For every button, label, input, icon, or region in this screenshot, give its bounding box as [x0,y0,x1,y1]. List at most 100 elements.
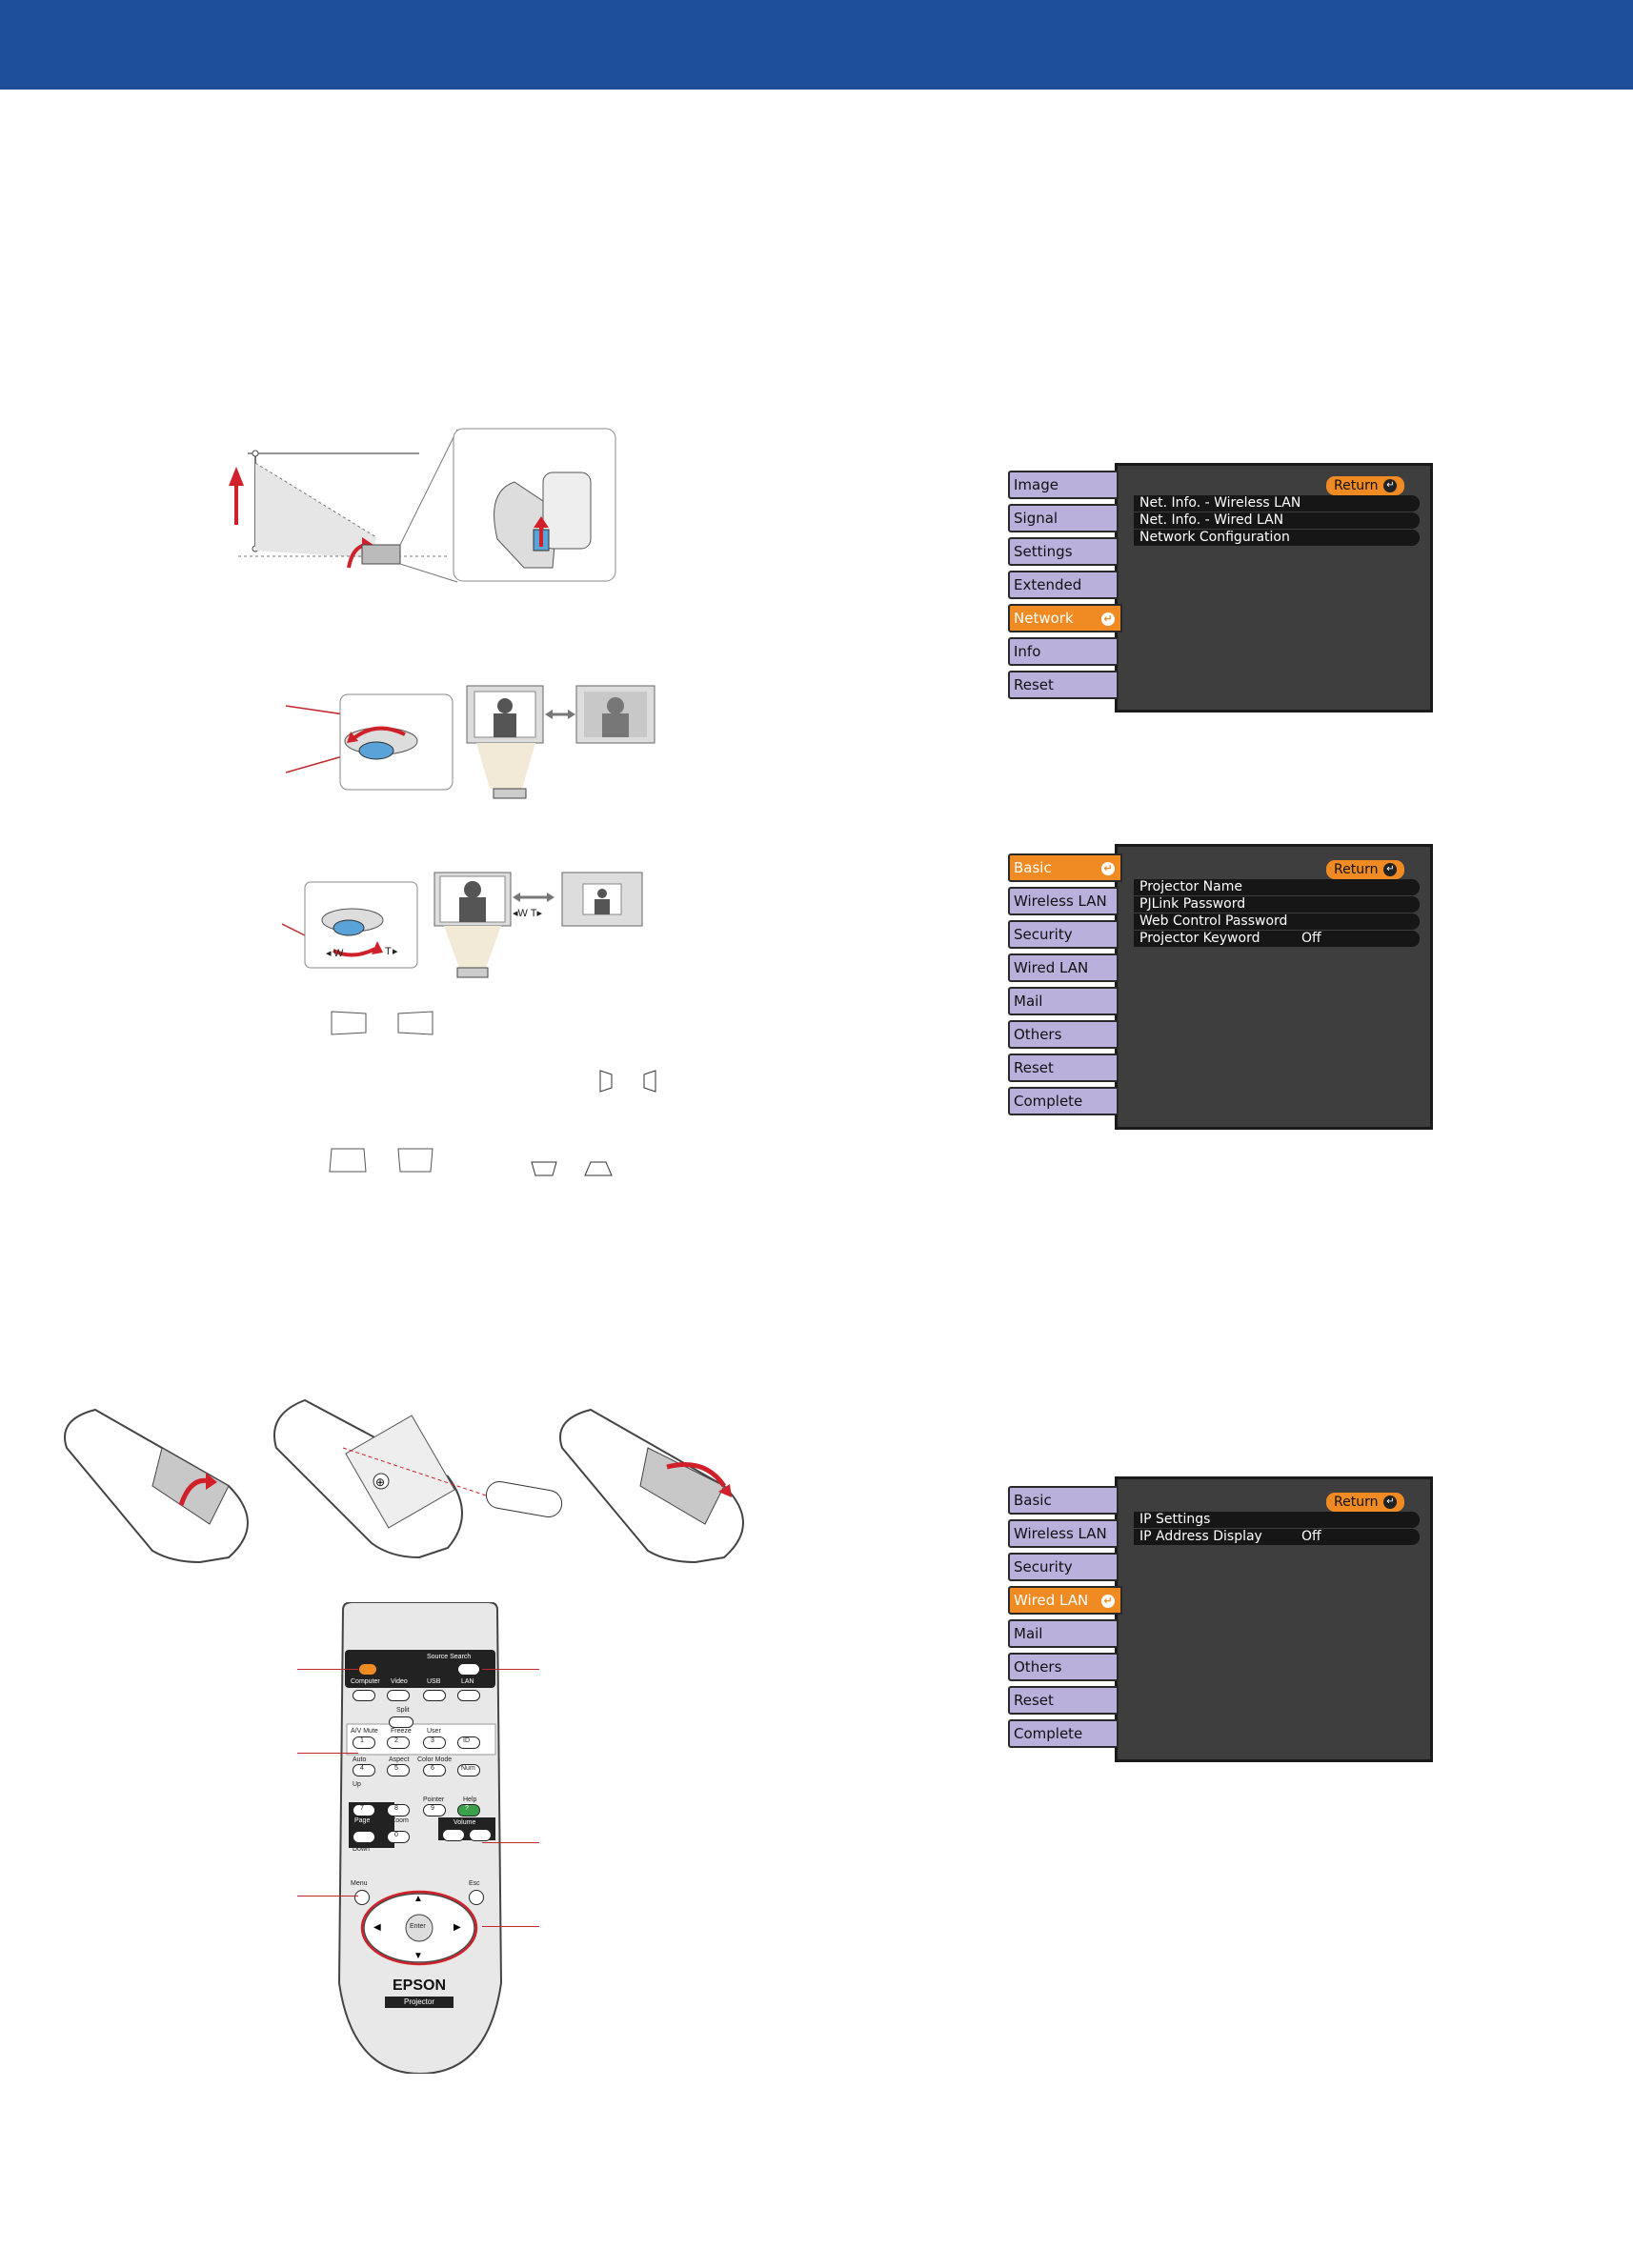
help-label: Help [463,1796,477,1803]
callout-number-keys [297,1753,358,1754]
video-button[interactable] [387,1690,410,1701]
tab-info[interactable]: Info [1008,637,1119,666]
tab-extended[interactable]: Extended [1008,571,1119,599]
menu-item-label: PJLink Password [1139,896,1246,912]
tab-network-label: Network [1014,610,1074,627]
menu-item-ip-address-display[interactable]: IP Address Display Off [1134,1529,1420,1545]
key-6[interactable] [423,1764,446,1776]
computer-button[interactable] [353,1690,375,1701]
key-3[interactable] [423,1736,446,1749]
tab-image[interactable]: Image [1008,471,1119,499]
osd-menu-network: Image Signal Settings Extended Network↵ … [1008,463,1433,713]
menu-item-net-info-wired[interactable]: Net. Info. - Wired LAN [1134,512,1420,529]
source-search-button[interactable] [457,1663,480,1676]
tab-security[interactable]: Security [1008,920,1119,949]
keystone-shapes-vertical [329,1148,433,1173]
tab-wired-lan[interactable]: Wired LAN [1008,953,1119,982]
lan-label: LAN [461,1678,474,1685]
return-button[interactable]: Return↵ [1326,1493,1405,1512]
menu-item-web-control-password[interactable]: Web Control Password [1134,913,1420,930]
menu-item-net-info-wireless[interactable]: Net. Info. - Wireless LAN [1134,495,1420,512]
enter-label: Enter [410,1923,426,1930]
tab-mail[interactable]: Mail [1008,987,1119,1015]
tab-wired-lan[interactable]: Wired LAN↵ [1008,1586,1122,1615]
key-5-label: 5 [394,1765,398,1772]
tab-reset[interactable]: Reset [1008,1686,1119,1715]
menu-item-pjlink-password[interactable]: PJLink Password [1134,896,1420,913]
key-7[interactable] [353,1804,375,1816]
arrow-up-icon[interactable]: ▲ [413,1894,423,1904]
key-4[interactable] [353,1764,375,1776]
tab-mail[interactable]: Mail [1008,1619,1119,1648]
return-button[interactable]: Return↵ [1326,860,1405,879]
key-id-label: ID [463,1737,470,1744]
arrow-down-icon[interactable]: ▼ [413,1951,423,1961]
enter-icon: ↵ [1383,1495,1398,1509]
menu-item-projector-name[interactable]: Projector Name [1134,879,1420,895]
tab-wireless-lan[interactable]: Wireless LAN [1008,887,1119,915]
split-label: Split [396,1707,410,1714]
return-button[interactable]: Return ↵ [1326,476,1405,495]
menu-item-label: IP Address Display [1139,1529,1262,1544]
key-9-label: 9 [431,1805,434,1812]
tab-complete[interactable]: Complete [1008,1719,1119,1748]
tab-basic-label: Basic [1014,859,1052,876]
tab-reset[interactable]: Reset [1008,671,1119,699]
tab-security[interactable]: Security [1008,1553,1119,1581]
svg-text:T: T [385,946,392,957]
menu-item-label: Net. Info. - Wired LAN [1139,512,1284,528]
page-button[interactable] [353,1831,375,1843]
menu-button[interactable] [354,1890,370,1905]
key-0[interactable] [387,1831,410,1843]
key-2[interactable] [387,1736,410,1749]
volume-up-button[interactable] [469,1829,492,1841]
usb-label: USB [427,1678,441,1685]
keystone-shapes-horizontal [331,1011,433,1035]
tab-signal[interactable]: Signal [1008,504,1119,532]
arrow-right-icon[interactable]: ▶ [454,1922,461,1933]
tab-others[interactable]: Others [1008,1020,1119,1049]
tab-others[interactable]: Others [1008,1653,1119,1681]
help-key-label: ? [465,1805,469,1812]
tab-basic[interactable]: Basic↵ [1008,853,1122,882]
osd-menu-basic: Basic↵ Wireless LAN Security Wired LAN M… [1008,844,1433,1130]
key-8[interactable] [387,1804,410,1816]
menu-item-ip-settings[interactable]: IP Settings [1134,1512,1420,1528]
lan-button[interactable] [457,1690,480,1701]
menu-item-label: Projector Name [1139,879,1242,894]
key-num[interactable] [457,1764,480,1776]
menu-item-network-config[interactable]: Network Configuration [1134,530,1420,546]
key-7-label: 7 [360,1805,364,1812]
key-1[interactable] [353,1736,375,1749]
focus-illustration [286,685,655,799]
help-button[interactable] [457,1804,480,1816]
key-8-label: 8 [394,1805,398,1812]
volume-down-button[interactable] [442,1829,465,1841]
key-9[interactable] [423,1804,446,1816]
esc-button[interactable] [469,1890,484,1905]
split-button[interactable] [389,1716,413,1728]
return-label: Return [1334,478,1379,493]
key-6-label: 6 [431,1765,434,1772]
source-search-label: Source Search [427,1654,472,1660]
tab-wireless-lan[interactable]: Wireless LAN [1008,1519,1119,1548]
usb-button[interactable] [423,1690,446,1701]
volume-label: Volume [454,1819,476,1826]
tab-settings[interactable]: Settings [1008,537,1119,566]
tab-network[interactable]: Network↵ [1008,604,1122,632]
power-button[interactable] [358,1663,377,1676]
av-mute-label: A/V Mute [351,1728,378,1735]
tab-complete[interactable]: Complete [1008,1087,1119,1115]
up-label: Up [353,1781,361,1788]
key-5[interactable] [387,1764,410,1776]
menu-item-value: Off [1301,1529,1321,1544]
key-id[interactable] [457,1736,480,1749]
menu-item-label: IP Settings [1139,1512,1211,1527]
key-1-label: 1 [360,1737,364,1744]
tab-basic[interactable]: Basic [1008,1486,1119,1515]
page-label: Page [354,1817,371,1824]
tab-reset[interactable]: Reset [1008,1054,1119,1082]
arrow-left-icon[interactable]: ◀ [373,1922,381,1933]
enter-icon: ↵ [1383,479,1398,492]
